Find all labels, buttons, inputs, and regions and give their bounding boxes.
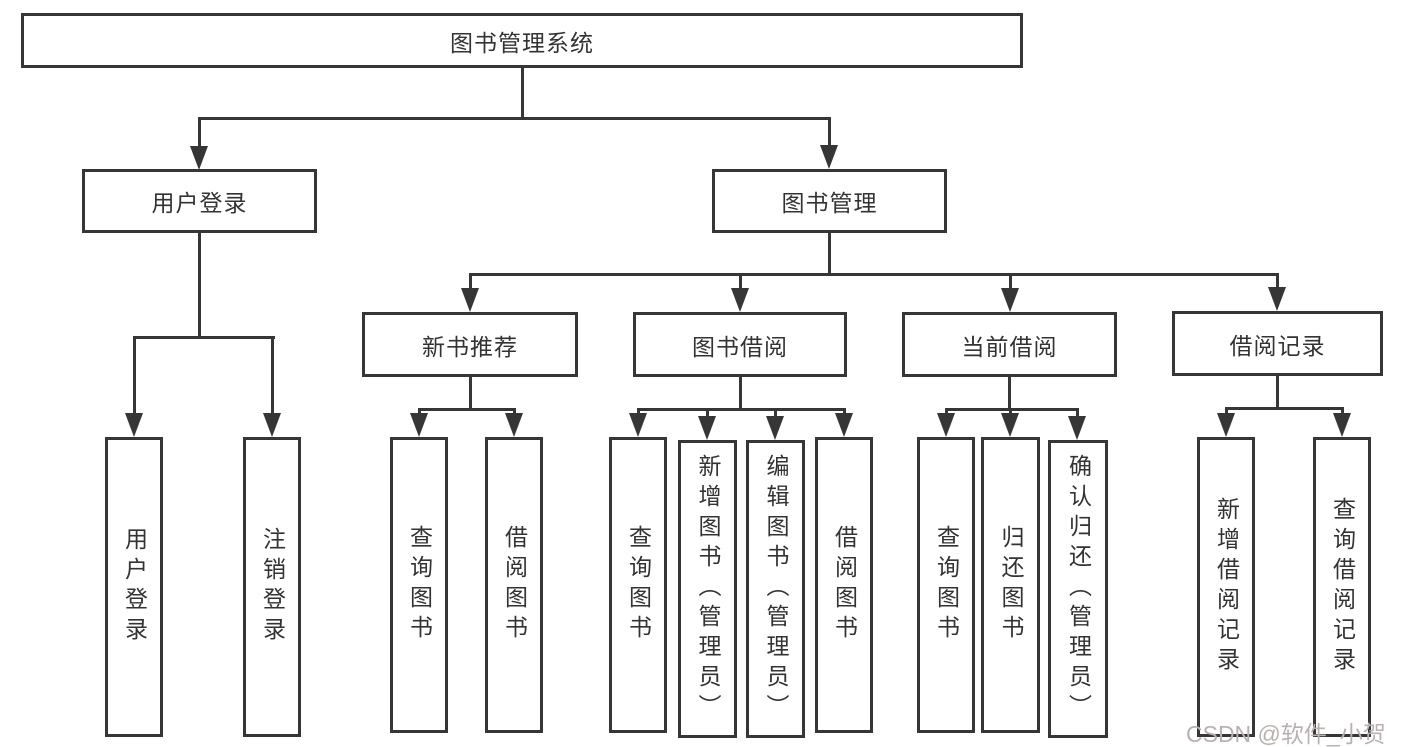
node-label: 编辑图书（管理员） bbox=[763, 454, 789, 724]
arrow-down-icon bbox=[698, 416, 716, 440]
node-label: 借阅记录 bbox=[1229, 332, 1326, 359]
node-leaf-add-borrow-record: 新增借阅记录 bbox=[1197, 437, 1255, 737]
arrow-down-icon bbox=[629, 413, 647, 437]
node-leaf-query-book-recommend: 查询图书 bbox=[390, 437, 448, 733]
connector-line-horizontal bbox=[198, 117, 831, 120]
connector-line-horizontal bbox=[637, 408, 845, 411]
connector-line-vertical bbox=[1276, 376, 1279, 407]
arrow-down-icon bbox=[835, 413, 853, 437]
node-leaf-query-borrow-record: 查询借阅记录 bbox=[1313, 437, 1371, 737]
arrow-down-icon bbox=[1001, 288, 1019, 312]
node-label: 查询借阅记录 bbox=[1329, 497, 1356, 677]
connector-line-vertical bbox=[198, 117, 201, 146]
connector-line-vertical bbox=[843, 408, 846, 414]
arrow-down-icon bbox=[1068, 416, 1086, 440]
arrow-down-icon bbox=[410, 413, 428, 437]
node-leaf-add-book-admin: 新增图书（管理员） bbox=[678, 440, 737, 738]
connector-line-horizontal bbox=[133, 336, 275, 339]
node-user-login-branch: 用户登录 bbox=[82, 169, 317, 233]
arrow-down-icon bbox=[1333, 413, 1351, 437]
connector-line-vertical bbox=[774, 408, 777, 417]
node-label: 查询图书 bbox=[625, 525, 652, 645]
node-label: 图书管理系统 bbox=[450, 29, 594, 56]
arrow-down-icon bbox=[1001, 413, 1019, 437]
connector-line-vertical bbox=[1341, 407, 1344, 414]
connector-line-vertical bbox=[828, 233, 831, 273]
connector-line-vertical bbox=[469, 273, 472, 288]
connector-line-horizontal bbox=[1225, 407, 1344, 410]
node-leaf-logout: 注销登录 bbox=[243, 437, 301, 737]
node-new-book-recommend: 新书推荐 bbox=[362, 312, 578, 377]
connector-line-vertical bbox=[198, 233, 201, 336]
node-label: 借阅图书 bbox=[501, 525, 528, 645]
connector-line-horizontal bbox=[945, 408, 1079, 411]
connector-line-vertical bbox=[469, 377, 472, 408]
node-label: 查询图书 bbox=[933, 525, 960, 645]
node-label: 新增图书（管理员） bbox=[695, 454, 721, 724]
node-label: 借阅图书 bbox=[831, 525, 858, 645]
node-label: 新增借阅记录 bbox=[1213, 497, 1240, 677]
node-label: 图书管理 bbox=[781, 190, 878, 216]
node-label: 确认归还（管理员） bbox=[1065, 454, 1092, 724]
node-leaf-query-book-current: 查询图书 bbox=[917, 437, 975, 733]
node-leaf-user-login: 用户登录 bbox=[105, 437, 163, 737]
connector-line-vertical bbox=[1225, 407, 1228, 414]
connector-line-vertical bbox=[706, 408, 709, 417]
node-leaf-borrow-book-recommend: 借阅图书 bbox=[485, 437, 543, 733]
node-leaf-edit-book-admin: 编辑图书（管理员） bbox=[746, 440, 805, 738]
connector-line-vertical bbox=[1076, 408, 1079, 417]
arrow-down-icon bbox=[1217, 413, 1235, 437]
connector-line-vertical bbox=[133, 336, 136, 413]
node-leaf-confirm-return-admin: 确认归还（管理员） bbox=[1048, 440, 1108, 738]
node-book-management-branch: 图书管理 bbox=[712, 169, 947, 233]
node-book-borrow: 图书借阅 bbox=[633, 312, 847, 377]
watermark-text: CSDN @软件_小贺同学 bbox=[1186, 721, 1386, 747]
arrow-down-icon bbox=[731, 288, 749, 312]
connector-line-vertical bbox=[945, 408, 948, 414]
arrow-down-icon bbox=[820, 145, 838, 169]
node-library-system: 图书管理系统 bbox=[21, 13, 1023, 68]
arrow-down-icon bbox=[461, 288, 479, 312]
connector-line-vertical bbox=[739, 377, 742, 408]
node-leaf-return-book: 归还图书 bbox=[981, 437, 1040, 733]
node-label: 图书借阅 bbox=[692, 333, 788, 360]
connector-line-vertical bbox=[1008, 377, 1011, 408]
connector-line-vertical bbox=[1276, 273, 1279, 287]
connector-line-vertical bbox=[828, 117, 831, 145]
connector-line-vertical bbox=[418, 408, 421, 414]
node-borrow-record: 借阅记录 bbox=[1172, 311, 1383, 376]
connector-line-vertical bbox=[1009, 408, 1012, 414]
connector-line-vertical bbox=[271, 336, 274, 413]
node-label: 归还图书 bbox=[998, 525, 1024, 645]
node-label: 当前借阅 bbox=[961, 333, 1058, 360]
node-current-borrow: 当前借阅 bbox=[902, 312, 1117, 377]
node-label: 注销登录 bbox=[259, 527, 286, 647]
arrow-down-icon bbox=[125, 413, 143, 437]
connector-line-vertical bbox=[1009, 273, 1012, 288]
arrow-down-icon bbox=[263, 413, 281, 437]
connector-line-vertical bbox=[521, 68, 524, 117]
arrow-down-icon bbox=[766, 416, 784, 440]
connector-line-vertical bbox=[739, 273, 742, 288]
node-label: 用户登录 bbox=[151, 190, 248, 216]
arrow-down-icon bbox=[505, 413, 523, 437]
connector-line-vertical bbox=[637, 408, 640, 414]
connector-line-horizontal bbox=[469, 273, 1279, 276]
arrow-down-icon bbox=[937, 413, 955, 437]
node-label: 用户登录 bbox=[121, 527, 148, 647]
node-label: 新书推荐 bbox=[422, 333, 518, 360]
node-leaf-query-book-borrow: 查询图书 bbox=[609, 437, 667, 733]
arrow-down-icon bbox=[1268, 287, 1286, 311]
connector-line-horizontal bbox=[418, 408, 516, 411]
node-label: 查询图书 bbox=[406, 525, 433, 645]
connector-line-vertical bbox=[513, 408, 516, 414]
arrow-down-icon bbox=[190, 146, 208, 170]
node-leaf-borrow-book: 借阅图书 bbox=[815, 437, 873, 733]
